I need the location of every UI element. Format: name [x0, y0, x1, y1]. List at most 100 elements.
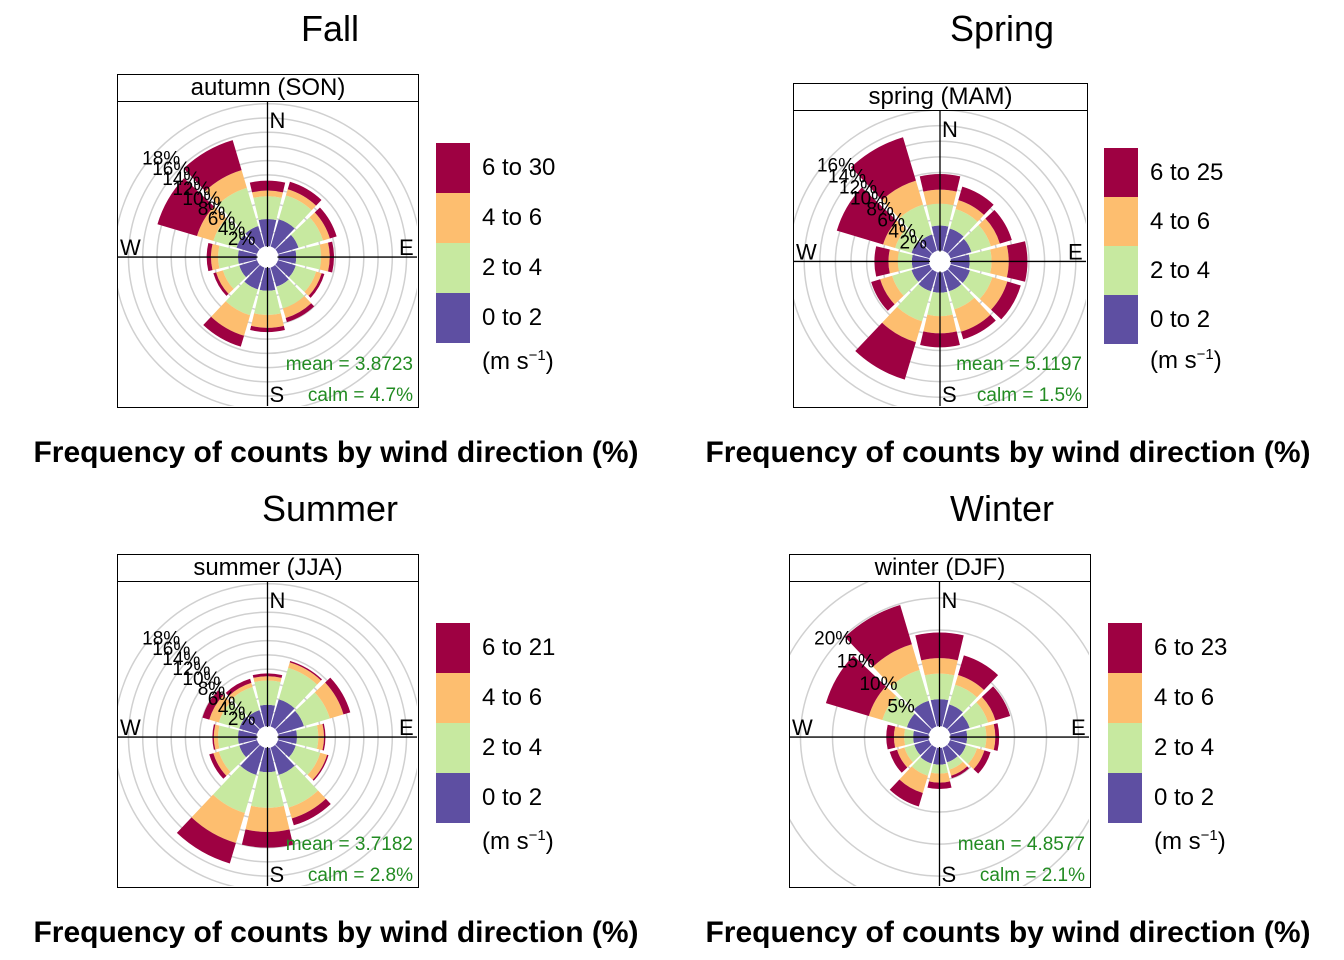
legend-swatch-2 [1108, 673, 1142, 723]
rose-bar-segment [955, 674, 985, 698]
grid-label: 10% [859, 674, 897, 695]
panel-title: Summer [261, 488, 399, 529]
rose-bar-segment [871, 279, 895, 311]
rose-bar-segment [891, 670, 929, 710]
legend-label: 0 to 2 [1150, 306, 1211, 333]
legend-label: 6 to 25 [1150, 159, 1224, 186]
rose-bar-segment [844, 605, 912, 667]
calm-label: calm = 4.7% [308, 385, 413, 406]
panel-title: Winter [949, 488, 1054, 529]
compass-w: W [792, 715, 813, 740]
rose-bar-segment [880, 275, 904, 305]
compass-s: S [270, 862, 285, 886]
rose-bar-segment [895, 229, 919, 253]
legend-units: (m s−1) [1154, 827, 1226, 855]
rose-bar-segment [958, 655, 999, 690]
rose-bar-segment [276, 279, 305, 309]
grid-label: 15% [837, 651, 875, 672]
rose-bar-segment [196, 206, 227, 241]
rose-bar-segment [911, 264, 933, 282]
rose-bar-segment [873, 644, 920, 687]
rose-bar-segment [882, 306, 923, 343]
rose-bar-segment [850, 137, 916, 201]
rose-bar-segment [947, 264, 970, 283]
legend-swatch-3 [436, 143, 470, 193]
rose-bar-segment [949, 684, 977, 713]
rose-bar-segment [947, 756, 963, 770]
rose-bar-segment [288, 662, 321, 685]
strip-label: autumn (SON) [117, 74, 419, 102]
rose-bar-segment [275, 710, 304, 734]
grid-label: 14% [162, 169, 200, 190]
grid-label: 10% [850, 189, 888, 210]
mean-label: mean = 3.7182 [286, 834, 413, 855]
legend-units: (m s−1) [482, 347, 554, 375]
grid-label: 6% [877, 211, 905, 232]
caption: Frequency of counts by wind direction (%… [33, 916, 639, 949]
grid-label: 14% [162, 649, 200, 670]
rose-bar-segment [325, 677, 351, 715]
legend-label: 2 to 4 [1150, 257, 1211, 284]
rose-bar-segment [918, 269, 937, 292]
rose-bar-segment [222, 265, 247, 290]
grid-label: 8% [198, 679, 226, 700]
rose-bar-segment [920, 234, 937, 254]
rose-bar-segment [236, 234, 260, 254]
grid-label: 8% [866, 200, 894, 221]
rose-bar-segment [270, 265, 289, 287]
rose-bar-segment [239, 740, 260, 758]
rose-bar-segment [913, 700, 937, 730]
rose-bar-segment [914, 740, 932, 756]
compass-w: W [796, 239, 817, 264]
rose-bar-segment [312, 754, 329, 781]
legend-swatch-3 [1108, 623, 1142, 673]
rose-bar-segment [282, 296, 312, 319]
caption: Frequency of counts by wind direction (%… [705, 436, 1311, 469]
rose-bar-segment [942, 704, 963, 730]
legend-swatch-3 [436, 623, 470, 673]
grid-label: 16% [152, 639, 190, 660]
rose-bar-segment [288, 745, 321, 775]
rose-bar-segment [278, 667, 318, 709]
rose-bar-segment [962, 702, 989, 729]
rose-bar-segment [892, 269, 919, 296]
rose-bar-segment [209, 695, 231, 723]
legend-swatch-0 [1104, 295, 1138, 344]
grid-label: 2% [228, 709, 256, 730]
legend-label: 4 to 6 [482, 204, 543, 231]
compass-s: S [270, 382, 285, 406]
rose-bar-segment [897, 284, 932, 322]
rose-bar-segment [958, 186, 994, 215]
rose-bar-segment [239, 716, 260, 734]
compass-e: E [1071, 715, 1086, 740]
grid-label: 2% [228, 229, 256, 250]
strip-label: spring (MAM) [793, 83, 1088, 111]
legend-label: 6 to 21 [482, 634, 556, 661]
rose-bar-segment [288, 265, 317, 292]
rose-bar-segment [308, 273, 325, 298]
rose-bar-segment [981, 686, 1011, 721]
grid-label: 2% [899, 233, 927, 254]
rose-bar-segment [954, 297, 991, 332]
rose-bar-segment [836, 187, 897, 245]
rose-bar-segment [960, 314, 996, 340]
rose-bar-segment [979, 277, 1008, 310]
legend-swatch-2 [1104, 197, 1138, 246]
grid-label: 18% [142, 629, 180, 650]
rose-bar-segment [244, 265, 265, 290]
calm-hole [930, 251, 950, 272]
rose-bar-segment [176, 817, 236, 864]
rose-bar-segment [942, 745, 958, 763]
rose-bar-segment [906, 713, 932, 734]
rose-bar-segment [855, 322, 916, 380]
panel-title: Fall [300, 8, 359, 49]
caption: Frequency of counts by wind direction (%… [33, 436, 639, 469]
legend-swatch-3 [1104, 148, 1138, 197]
legend-label: 2 to 4 [482, 734, 543, 761]
